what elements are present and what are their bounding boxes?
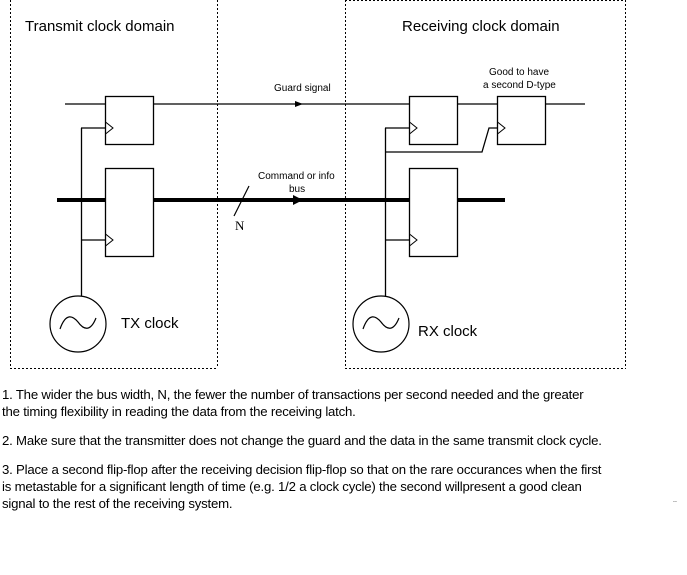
second-dtype-label-line2: a second D-type <box>483 80 556 91</box>
rx-domain-boundary <box>345 0 626 369</box>
bus-arrow-icon <box>293 195 303 205</box>
bus-label-line1: Command or info <box>258 171 335 182</box>
rx-second-dtype-flip-flop <box>496 95 547 146</box>
clock-domain-crossing-diagram: Transmit clock domain Receiving clock do… <box>10 0 626 369</box>
guard-signal-label: Guard signal <box>274 83 331 94</box>
clock-input-icon <box>105 121 114 135</box>
rx-clock-wire <box>384 127 498 296</box>
bus-width-label: N <box>235 218 245 233</box>
tx-clock-label: TX clock <box>121 315 179 332</box>
clock-input-icon <box>409 233 418 247</box>
guard-signal-arrow-icon <box>295 101 303 107</box>
bus-width-slash <box>233 185 250 217</box>
tx-domain-title: Transmit clock domain <box>25 18 175 35</box>
second-dtype-label-line1: Good to have <box>489 67 549 78</box>
tx-guard-flip-flop <box>104 95 155 146</box>
tx-data-register <box>104 167 155 258</box>
rx-clock-label: RX clock <box>418 323 478 340</box>
rx-domain-title: Receiving clock domain <box>402 18 560 35</box>
clock-input-icon <box>409 121 418 135</box>
tx-domain-boundary-lines <box>10 0 218 369</box>
rx-data-register <box>408 167 459 258</box>
note-2: 2. Make sure that the transmitter does n… <box>2 433 602 448</box>
rx-oscillator-icon <box>352 295 410 353</box>
stray-mark: .. <box>673 497 677 504</box>
note-1: 1. The wider the bus width, N, the fewer… <box>2 387 584 419</box>
clock-input-icon <box>497 121 506 135</box>
bus-label-line2: bus <box>289 184 305 195</box>
notes-section: 1. The wider the bus width, N, the fewer… <box>2 386 687 524</box>
clock-input-icon <box>105 233 114 247</box>
note-3: 3. Place a second flip-flop after the re… <box>2 462 602 511</box>
rx-guard-flip-flop <box>408 95 459 146</box>
tx-oscillator-icon <box>49 295 107 353</box>
tx-clock-wire <box>80 127 106 296</box>
